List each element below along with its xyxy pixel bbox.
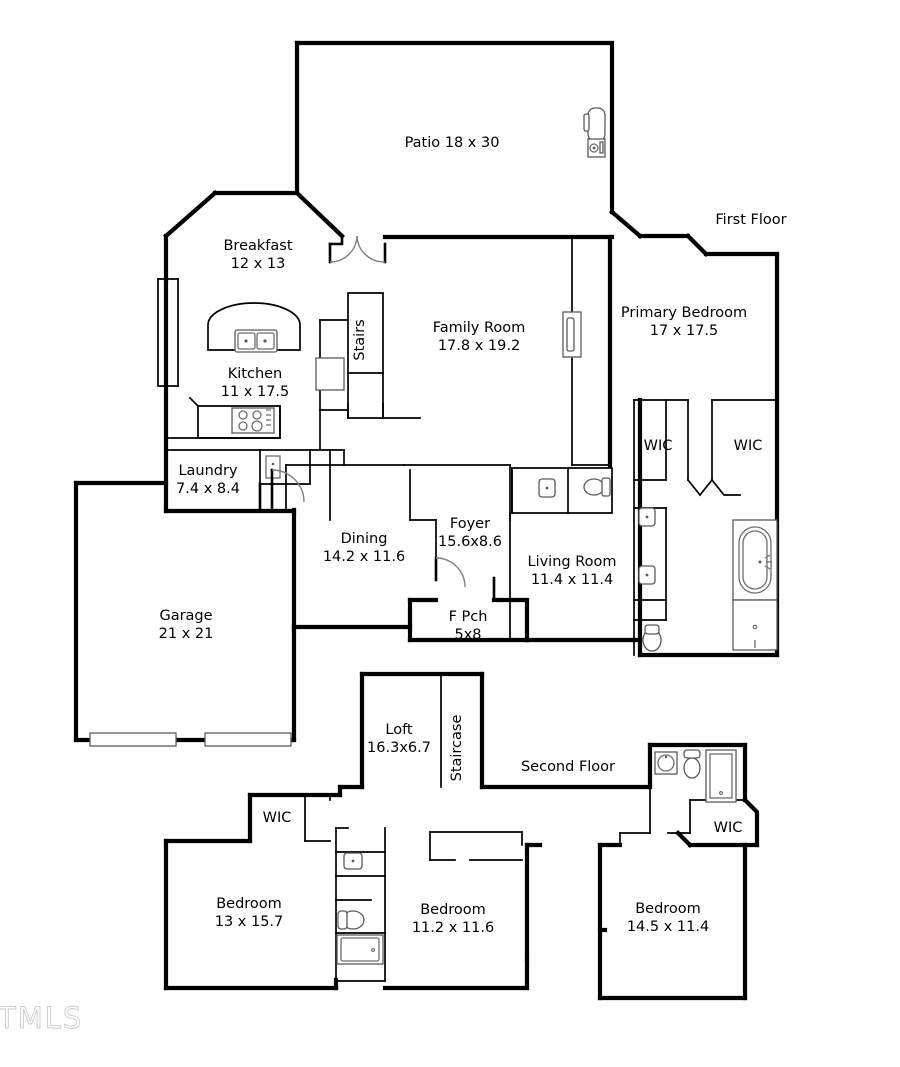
- room-label-staircase: Staircase: [449, 715, 465, 782]
- family-room-north-wall: [328, 234, 615, 264]
- room-label-wic-primary-left: WIC: [644, 438, 673, 454]
- fireplace-icon: [562, 311, 582, 358]
- loft-staircase-walls: [337, 671, 653, 790]
- room-label-bedroom-1: Bedroom: [216, 896, 282, 912]
- bedroom-3-walls: [597, 742, 760, 1001]
- room-label-laundry: Laundry: [178, 463, 238, 479]
- room-dims-garage: 21 x 21: [159, 626, 214, 642]
- floor-label-second: Second Floor: [521, 759, 615, 775]
- shower-icon: [732, 599, 778, 651]
- powder-sink-icon: [538, 478, 556, 498]
- room-label-front-porch: F Pch: [449, 609, 488, 625]
- outdoor-grill-icon: [583, 107, 606, 158]
- room-label-garage: Garage: [159, 608, 212, 624]
- kitchen-laundry-divider: [165, 405, 345, 521]
- second-floor-group: Loft 16.3x6.7 Staircase WIC WIC Bedroom …: [163, 671, 760, 1001]
- room-label-primary-bedroom: Primary Bedroom: [621, 305, 747, 321]
- watermark-text: TMLS: [0, 1001, 83, 1035]
- hall-bath-toilet-icon: [337, 910, 365, 930]
- garage-door-right-icon[interactable]: [204, 732, 292, 747]
- hall-bath-sink-icon: [343, 852, 363, 870]
- room-label-patio: Patio 18 x 30: [405, 135, 500, 151]
- bed3-bath-shower-icon: [705, 749, 737, 803]
- bed3-bath-sink-icon: [654, 751, 678, 775]
- room-label-wic-primary-right: WIC: [734, 438, 763, 454]
- room-label-loft: Loft: [385, 722, 413, 738]
- second-floor-labels: Loft 16.3x6.7 Staircase WIC WIC Bedroom …: [215, 715, 743, 936]
- room-dims-laundry: 7.4 x 8.4: [176, 481, 240, 497]
- hall-bath-walls: [335, 827, 386, 982]
- first-floor-labels: Patio 18 x 30 Breakfast 12 x 13 Kitchen …: [159, 135, 787, 643]
- garage-door-left-icon[interactable]: [89, 732, 177, 747]
- room-label-wic-bed3: WIC: [714, 820, 743, 836]
- room-dims-kitchen: 11 x 17.5: [221, 384, 290, 400]
- room-dims-foyer: 15.6x8.6: [438, 534, 502, 550]
- room-label-stairs: Stairs: [352, 319, 368, 360]
- kitchen-pantry: [157, 278, 179, 387]
- primary-sink-2-icon: [638, 565, 656, 585]
- room-dims-loft: 16.3x6.7: [367, 740, 431, 756]
- room-label-family-room: Family Room: [433, 320, 526, 336]
- room-label-breakfast: Breakfast: [223, 238, 292, 254]
- room-dims-primary-bedroom: 17 x 17.5: [650, 323, 719, 339]
- room-dims-living-room: 11.4 x 11.4: [531, 572, 613, 588]
- powder-room-walls: [511, 467, 613, 514]
- room-label-bedroom-3: Bedroom: [635, 901, 701, 917]
- powder-toilet-icon: [583, 477, 611, 497]
- room-dims-bedroom-3: 14.5 x 11.4: [627, 919, 709, 935]
- kitchen-range-icon: [188, 396, 281, 439]
- first-floor-group: Patio 18 x 30 Breakfast 12 x 13 Kitchen …: [73, 40, 787, 747]
- dining-foyer-living-walls: [291, 469, 643, 643]
- room-dims-front-porch: 5x8: [454, 627, 481, 643]
- room-dims-dining: 14.2 x 11.6: [323, 549, 405, 565]
- room-dims-breakfast: 12 x 13: [231, 256, 286, 272]
- room-dims-family-room: 17.8 x 19.2: [438, 338, 520, 354]
- breakfast-kitchen-walls: [163, 190, 344, 514]
- island-icon: [207, 302, 301, 353]
- primary-sink-1-icon: [638, 507, 656, 527]
- family-foyer-divider: [285, 449, 511, 521]
- room-dims-bedroom-2: 11.2 x 11.6: [412, 920, 494, 936]
- room-label-foyer: Foyer: [450, 516, 490, 532]
- watermark: TMLS: [0, 1001, 83, 1036]
- room-label-kitchen: Kitchen: [228, 366, 283, 382]
- primary-bath-corridor: [633, 399, 778, 656]
- room-label-dining: Dining: [341, 531, 388, 547]
- primary-toilet-icon: [642, 624, 662, 652]
- floor-label-first: First Floor: [715, 212, 786, 228]
- hall-bath-tub-icon: [336, 934, 384, 965]
- patio-walls: [294, 40, 643, 239]
- second-floor-hall-walls: [163, 784, 343, 844]
- room-label-wic-bed1: WIC: [263, 810, 292, 826]
- bedroom-2-walls: [382, 831, 543, 991]
- room-label-living-room: Living Room: [527, 554, 616, 570]
- bed3-bath-toilet-icon: [683, 749, 701, 779]
- stairs-shape: [315, 292, 421, 451]
- room-dims-bedroom-1: 13 x 15.7: [215, 914, 284, 930]
- laundry-door: [270, 468, 305, 512]
- room-label-bedroom-2: Bedroom: [420, 902, 486, 918]
- bathtub-icon: [732, 519, 778, 601]
